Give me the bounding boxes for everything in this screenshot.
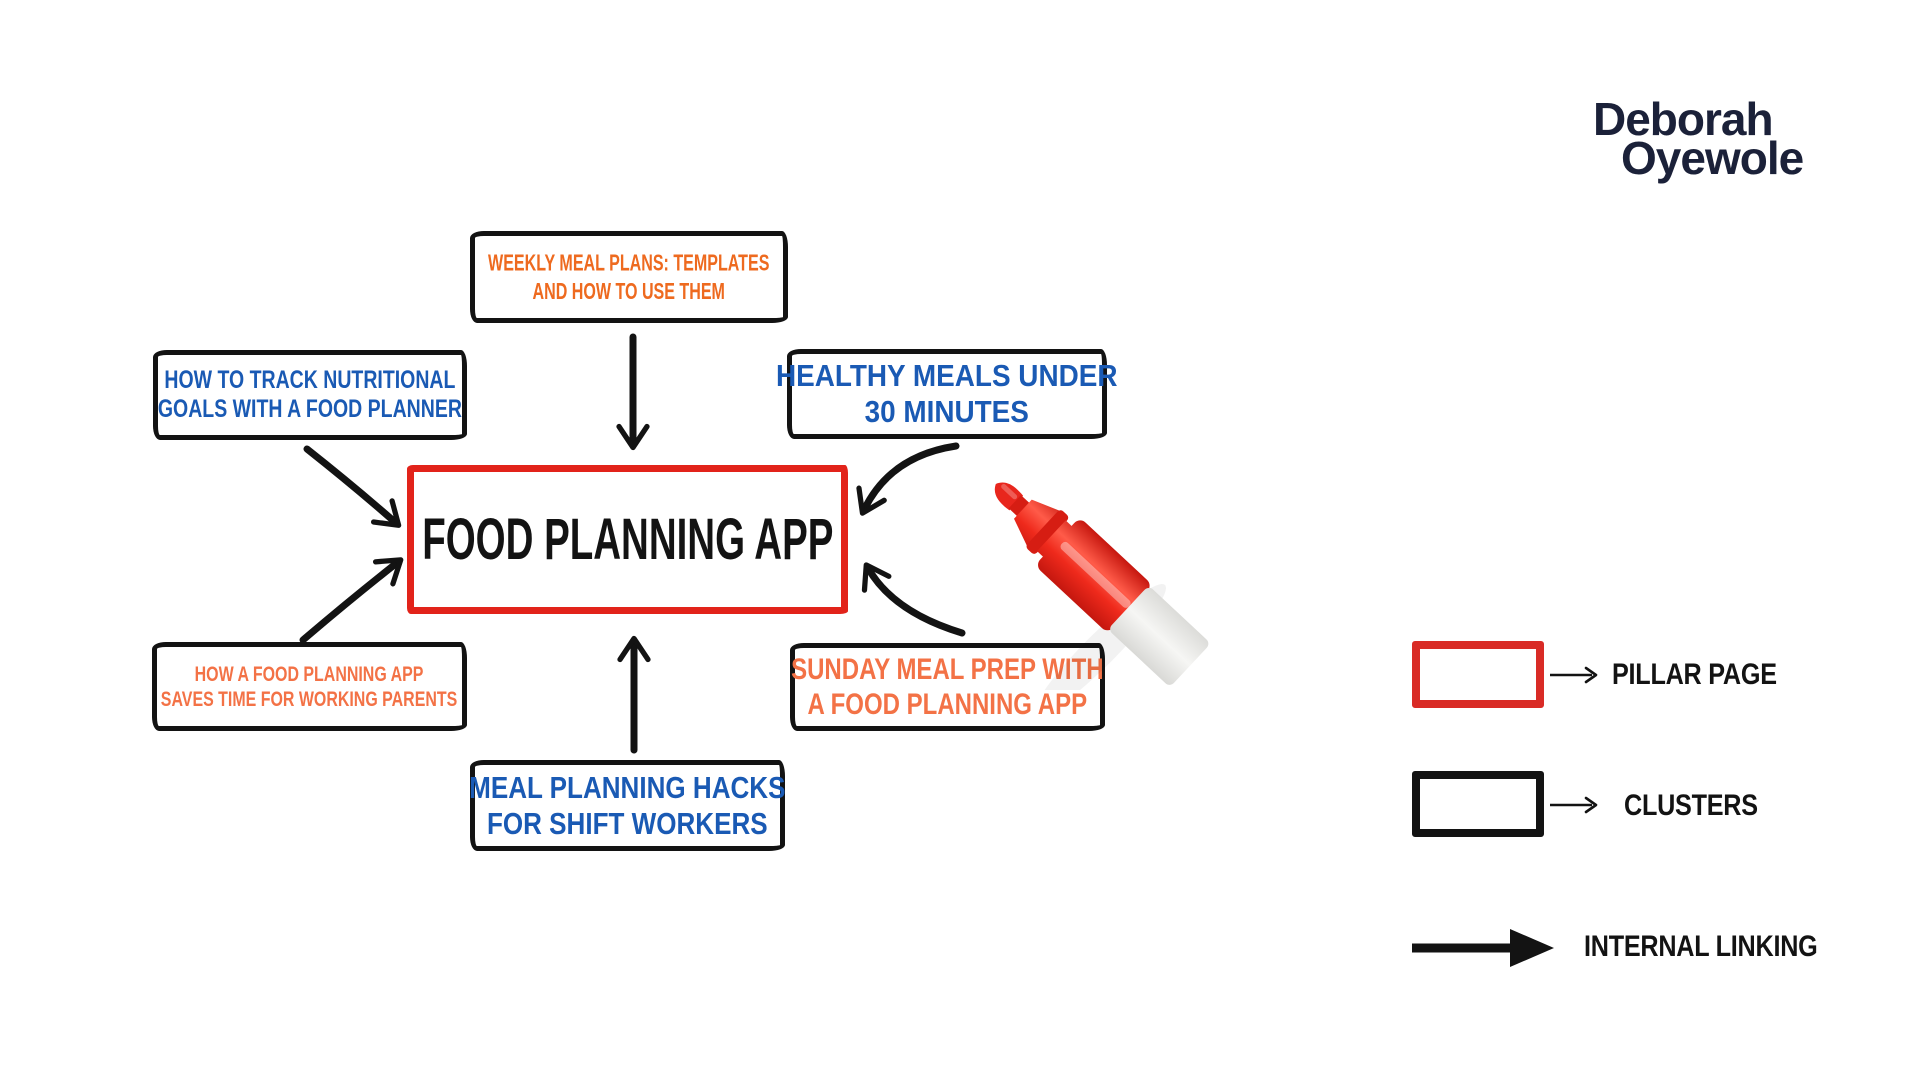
cluster-label-line: HOW TO TRACK NUTRITIONAL (164, 366, 456, 394)
internal-linking-arrow-icon (1412, 929, 1554, 967)
cluster-label-line: AND HOW TO USE THEM (532, 278, 726, 305)
cluster-box-shift-workers: MEAL PLANNING HACKS FOR SHIFT WORKERS (469, 760, 786, 851)
arrow-left-top-to-pillar (303, 445, 402, 528)
cluster-label-line: SAVES TIME FOR WORKING PARENTS (161, 687, 458, 711)
cluster-label-line: SUNDAY MEAL PREP WITH (791, 653, 1104, 686)
cluster-box-healthy-meals: HEALTHY MEALS UNDER 30 MINUTES (776, 349, 1118, 439)
cluster-box-saves-time-working-parents: HOW A FOOD PLANNING APP SAVES TIME FOR W… (152, 642, 467, 731)
arrow-right-top-to-pillar (856, 442, 960, 516)
cluster-box-weekly-meal-plans: WEEKLY MEAL PLANS: TEMPLATES AND HOW TO … (470, 231, 788, 323)
legend-label-internal-linking: INTERNAL LINKING (1584, 930, 1818, 963)
brand-logo-line1: Deborah (1593, 93, 1774, 145)
cluster-label-line: HOW A FOOD PLANNING APP (195, 662, 424, 686)
pillar-page-title: FOOD PLANNING APP (421, 507, 834, 572)
pillar-page-box: FOOD PLANNING APP (407, 465, 848, 614)
legend-label-clusters: CLUSTERS (1624, 789, 1758, 822)
pillar-page-swatch (1412, 641, 1544, 708)
legend-arrow-icon (1550, 796, 1598, 814)
cluster-box-sunday-meal-prep: SUNDAY MEAL PREP WITH A FOOD PLANNING AP… (790, 643, 1105, 731)
arrow-right-bottom-to-pillar (861, 562, 966, 637)
cluster-label-line: 30 MINUTES (864, 394, 1030, 429)
cluster-label-line: HEALTHY MEALS UNDER (776, 358, 1118, 393)
cluster-label-line: A FOOD PLANNING APP (807, 688, 1088, 721)
legend-label-pillar-page: PILLAR PAGE (1612, 658, 1777, 691)
cluster-label-line: WEEKLY MEAL PLANS: TEMPLATES (488, 249, 770, 276)
brand-logo-line2: Oyewole (1621, 132, 1804, 184)
cluster-label-line: MEAL PLANNING HACKS (469, 769, 786, 805)
cluster-label-line: FOR SHIFT WORKERS (487, 805, 768, 841)
legend-arrow-icon (1550, 666, 1598, 684)
clusters-swatch (1412, 771, 1544, 837)
brand-logo: Deborah Oyewole (1593, 93, 1804, 184)
arrow-left-bottom-to-pillar (299, 557, 404, 644)
cluster-box-track-nutritional-goals: HOW TO TRACK NUTRITIONAL GOALS WITH A FO… (153, 350, 467, 440)
cluster-label-line: GOALS WITH A FOOD PLANNER (157, 395, 463, 423)
